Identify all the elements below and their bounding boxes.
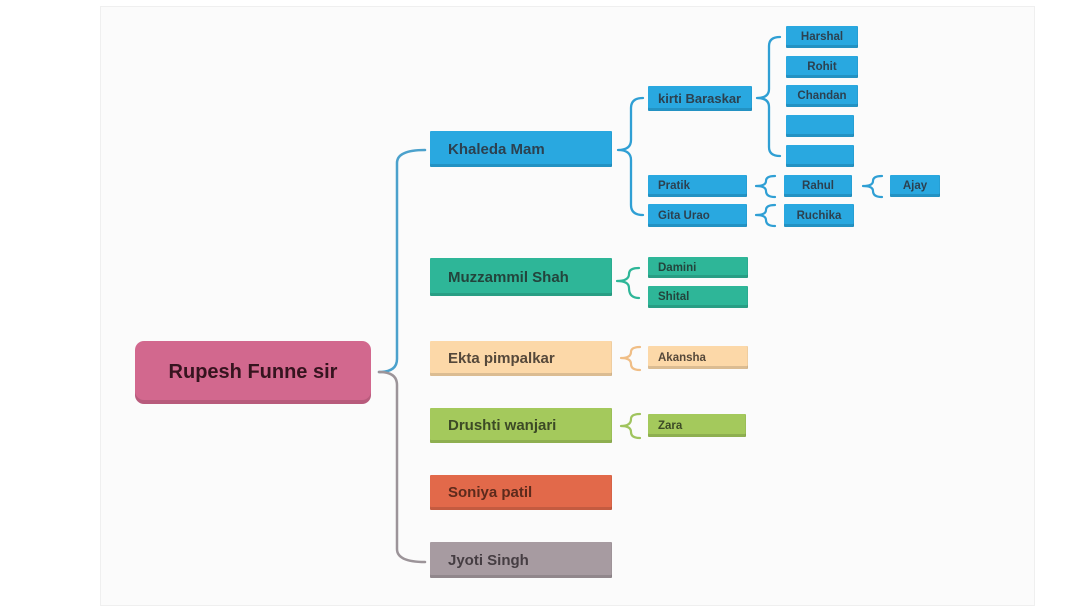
node-drushti-wanjari[interactable]: Drushti wanjari <box>430 408 612 443</box>
node-gita-urao[interactable]: Gita Urao <box>648 204 747 227</box>
node-jyoti-singh[interactable]: Jyoti Singh <box>430 542 612 578</box>
canvas-panel <box>100 6 1035 606</box>
node-rahul[interactable]: Rahul <box>784 175 852 197</box>
node-rohit[interactable]: Rohit <box>786 56 858 78</box>
node-blank-1[interactable] <box>786 115 854 137</box>
node-harshal[interactable]: Harshal <box>786 26 858 48</box>
node-zara[interactable]: Zara <box>648 414 746 437</box>
node-chandan[interactable]: Chandan <box>786 85 858 107</box>
node-rupesh-funne-sir[interactable]: Rupesh Funne sir <box>135 341 371 404</box>
node-shital[interactable]: Shital <box>648 286 748 308</box>
node-blank-2[interactable] <box>786 145 854 167</box>
node-ajay[interactable]: Ajay <box>890 175 940 197</box>
node-khaleda-mam[interactable]: Khaleda Mam <box>430 131 612 167</box>
node-akansha[interactable]: Akansha <box>648 346 748 369</box>
node-soniya-patil[interactable]: Soniya patil <box>430 475 612 510</box>
node-kirti-baraskar[interactable]: kirti Baraskar <box>648 86 752 111</box>
node-damini[interactable]: Damini <box>648 257 748 278</box>
node-pratik[interactable]: Pratik <box>648 175 747 197</box>
node-ekta-pimpalkar[interactable]: Ekta pimpalkar <box>430 341 612 376</box>
node-muzzammil-shah[interactable]: Muzzammil Shah <box>430 258 612 296</box>
node-ruchika[interactable]: Ruchika <box>784 204 854 227</box>
